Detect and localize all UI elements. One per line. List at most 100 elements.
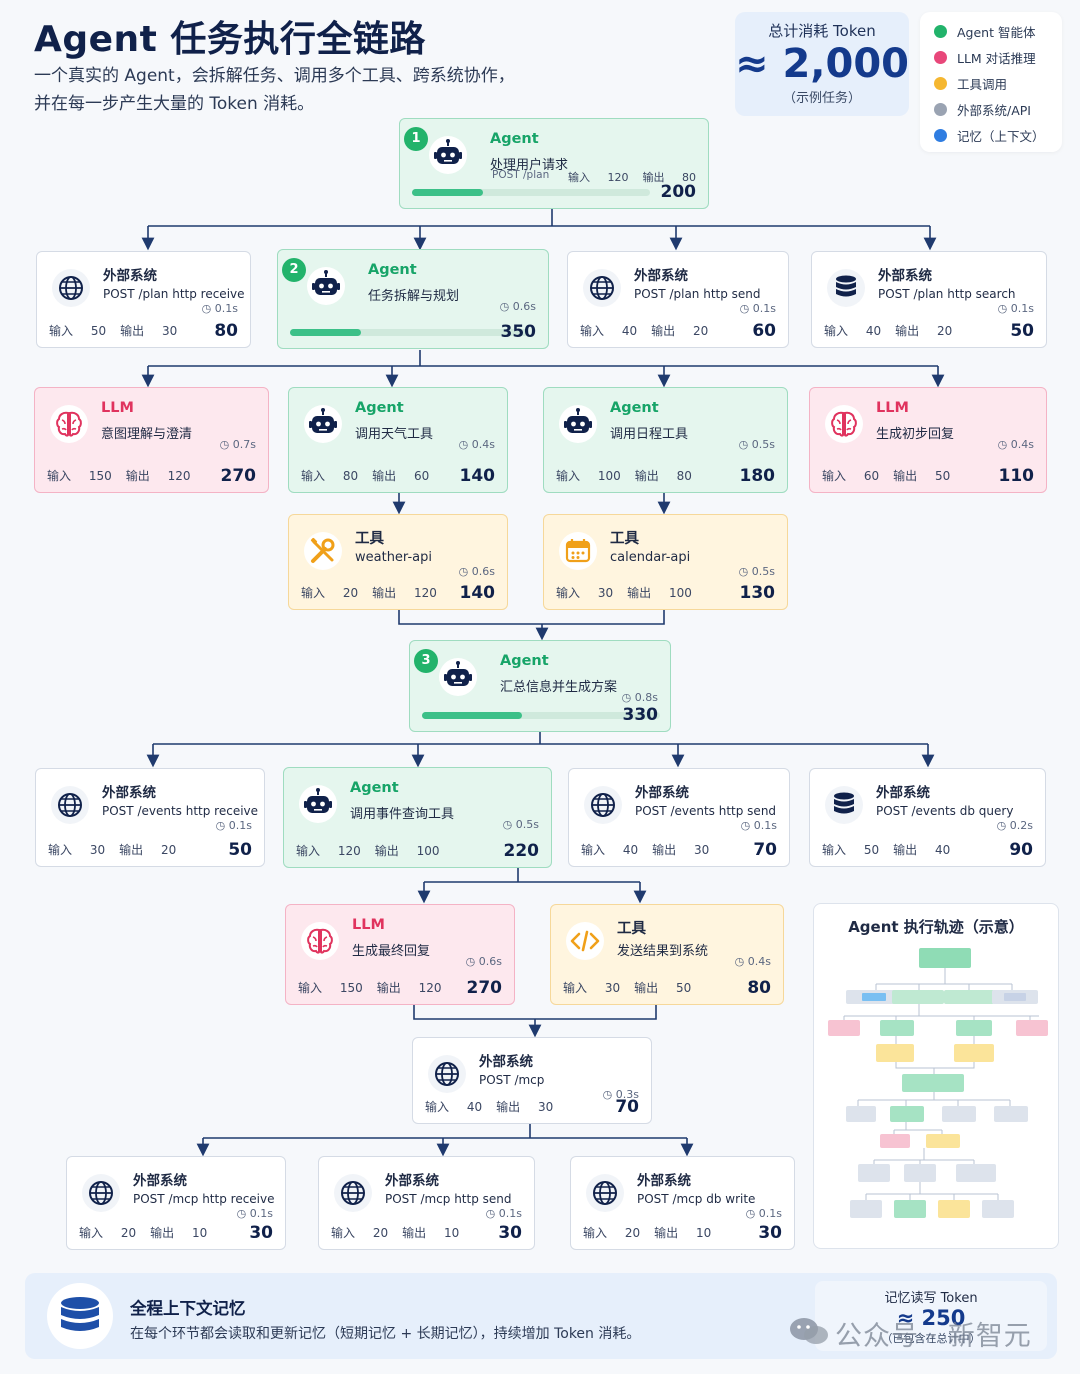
node-desc: POST /plan http send bbox=[634, 287, 761, 301]
node-desc: POST /mcp bbox=[479, 1073, 545, 1087]
node-desc: 调用天气工具 bbox=[355, 427, 434, 442]
node-output: 输出 10 bbox=[402, 1226, 460, 1240]
node-duration-value: 0.3s bbox=[615, 1088, 639, 1101]
node-input: 输入 30 bbox=[48, 843, 106, 857]
node-token-total: 80 bbox=[747, 978, 771, 998]
legend-dot bbox=[934, 102, 947, 116]
step-badge: 1 bbox=[404, 127, 428, 151]
robot-icon bbox=[428, 135, 468, 175]
node-output: 输出 20 bbox=[119, 843, 177, 857]
node-input: 输入 60 bbox=[822, 469, 880, 483]
node-token-total: 350 bbox=[500, 322, 537, 342]
node-desc: 处理用户请求 bbox=[490, 158, 569, 173]
node-type: 外部系统 bbox=[102, 785, 156, 801]
node-duration-value: 0.1s bbox=[1010, 302, 1034, 315]
total-token-box: 总计消耗 Token ≈ 2,000 （示例任务） bbox=[735, 12, 909, 116]
legend-item-agent: Agent 智能体 bbox=[934, 18, 1062, 44]
legend-label: 记忆（上下文） bbox=[957, 128, 1045, 144]
node-duration-value: 0.2s bbox=[1009, 819, 1033, 832]
node-duration: ◷ 0.4s bbox=[458, 438, 495, 451]
wrench-icon bbox=[303, 531, 343, 571]
code-icon bbox=[565, 921, 605, 961]
node-duration: ◷ 0.8s bbox=[621, 691, 658, 704]
node-duration-value: 0.4s bbox=[747, 955, 771, 968]
node-duration-value: 0.5s bbox=[515, 818, 539, 831]
node-type: 外部系统 bbox=[635, 785, 689, 801]
node-output: 输出 50 bbox=[893, 469, 951, 483]
node-desc: 生成最终回复 bbox=[352, 944, 431, 959]
node-desc: POST /mcp http receive bbox=[133, 1192, 275, 1206]
node-duration: ◷ 0.6s bbox=[465, 955, 502, 968]
node-output: 输出 20 bbox=[651, 324, 709, 338]
node-output: 输出 50 bbox=[634, 981, 692, 995]
memory-panel: 全程上下文记忆 在每个环节都会读取和更新记忆（短期记忆 + 长期记忆），持续增加… bbox=[25, 1273, 1057, 1359]
node-output: 输出 20 bbox=[895, 324, 953, 338]
legend-item-llm: LLM 对话推理 bbox=[934, 44, 1062, 70]
node-desc: 调用日程工具 bbox=[610, 427, 689, 442]
node-duration: ◷ 0.1s bbox=[740, 819, 777, 832]
globe-icon bbox=[583, 785, 623, 825]
trace-panel: Agent 执行轨迹（示意） bbox=[813, 903, 1059, 1249]
node-type: 工具 bbox=[617, 921, 646, 937]
node-token-total: 70 bbox=[615, 1097, 639, 1117]
legend-label: 外部系统/API bbox=[957, 102, 1031, 118]
robot-icon bbox=[438, 657, 478, 697]
trace-thumbnail bbox=[828, 948, 1048, 1218]
node-duration-value: 0.8s bbox=[634, 691, 658, 704]
total-token-value: ≈ 2,000 bbox=[735, 41, 909, 87]
node-duration: ◷ 0.1s bbox=[215, 819, 252, 832]
node-token-total: 270 bbox=[220, 466, 257, 486]
memory-token-box: 记忆读写 Token ≈ 250 （已包含在总计中） bbox=[815, 1281, 1047, 1351]
node-desc: 调用事件查询工具 bbox=[350, 807, 455, 822]
node-output: 输出 120 bbox=[372, 586, 437, 600]
node-token-total: 50 bbox=[1010, 321, 1034, 341]
node-duration: ◷ 0.3s bbox=[602, 1088, 639, 1101]
node-type: LLM bbox=[101, 400, 134, 416]
node-type: Agent bbox=[368, 262, 417, 278]
brain-icon bbox=[824, 404, 864, 444]
brain-icon bbox=[49, 404, 89, 444]
legend-label: 工具调用 bbox=[957, 76, 1008, 92]
node-token-total: 180 bbox=[739, 466, 776, 486]
node-duration: ◷ 0.1s bbox=[739, 302, 776, 315]
node-token-total: 90 bbox=[1009, 840, 1033, 860]
node-duration-value: 0.4s bbox=[1010, 438, 1034, 451]
node-desc: 生成初步回复 bbox=[876, 427, 955, 442]
node-input: 输入 40 bbox=[425, 1100, 483, 1114]
database-icon bbox=[61, 1297, 99, 1331]
node-desc: 汇总信息并生成方案 bbox=[500, 680, 618, 695]
memory-token-label: 记忆读写 Token bbox=[884, 1291, 978, 1306]
memory-icon-wrap bbox=[47, 1283, 113, 1349]
database-icon bbox=[826, 268, 866, 308]
node-duration-value: 0.5s bbox=[751, 565, 775, 578]
